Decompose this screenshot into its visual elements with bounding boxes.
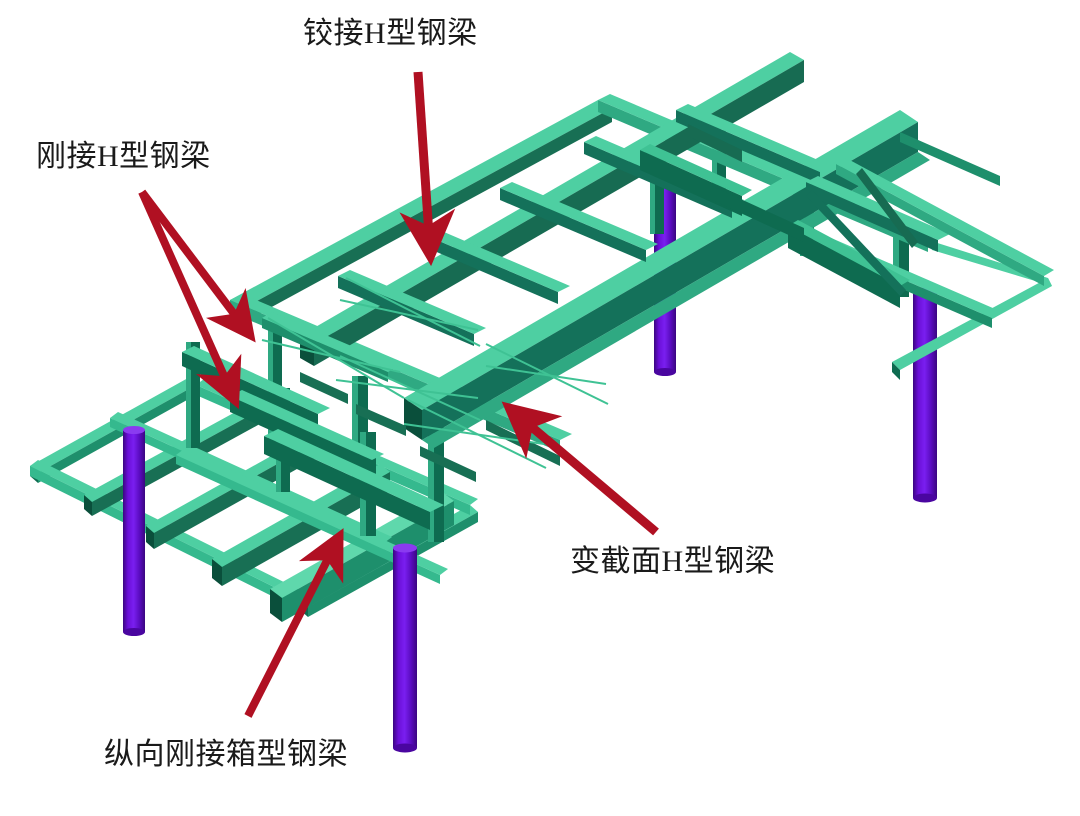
lower-deck-longitudinal-beams — [110, 412, 448, 584]
rear-deep-beams — [640, 124, 804, 242]
column-front-left — [123, 426, 145, 636]
arrow-zongxiang — [244, 528, 344, 718]
upper-deck-group — [182, 52, 1054, 530]
annotation-label-variable-section-h-beam: 变截面H型钢梁 — [570, 545, 776, 578]
upper-rim-right — [892, 240, 1052, 380]
annotation-label-pinned-h-beam: 铰接H型钢梁 — [303, 17, 478, 50]
annotation-arrows-group — [138, 71, 659, 718]
annotation-label-rigid-h-beam: 刚接H型钢梁 — [36, 140, 211, 173]
arrow-gangjie-2 — [138, 190, 242, 410]
column-front-mid — [393, 543, 417, 753]
arrow-bianjie — [501, 401, 659, 536]
columns-group — [123, 176, 937, 753]
arrow-jiaojie — [399, 71, 456, 267]
right-wing-beams — [788, 132, 1054, 328]
annotation-label-longitudinal-box-beam: 纵向刚接箱型钢梁 — [104, 738, 348, 771]
column-rear-right — [913, 287, 937, 503]
arrow-gangjie-1 — [138, 189, 256, 343]
